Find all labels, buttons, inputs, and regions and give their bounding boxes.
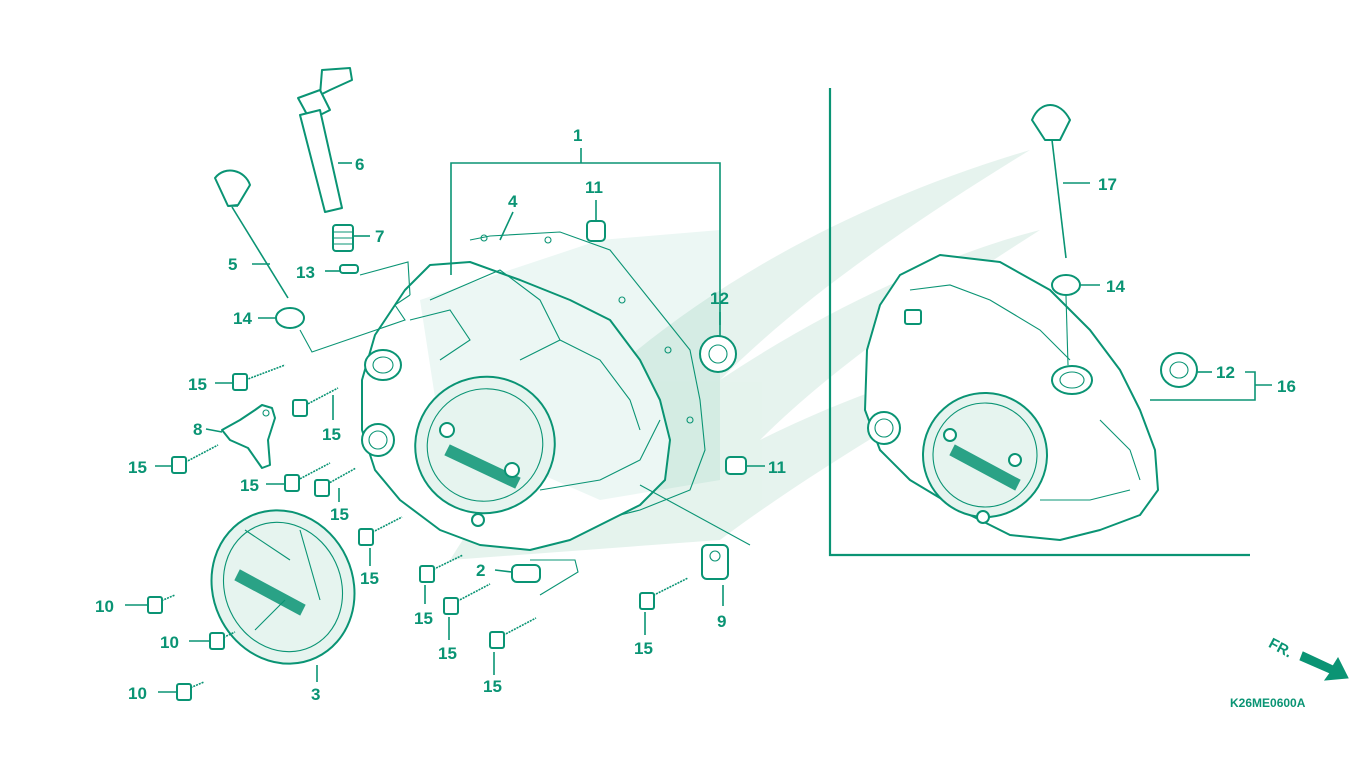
bolt-part-15-d[interactable] <box>266 462 331 492</box>
switch-part-9[interactable] <box>639 484 751 606</box>
callout-2: 2 <box>476 561 485 580</box>
bolt-part-15-b[interactable] <box>292 387 339 420</box>
bolt-part-15-j[interactable] <box>639 577 689 635</box>
bolt-part-15-c[interactable] <box>155 444 219 474</box>
callout-14-a: 14 <box>233 309 252 328</box>
callout-15-e: 15 <box>330 505 349 524</box>
callout-14-b: 14 <box>1106 277 1125 296</box>
callout-15-b: 15 <box>322 425 341 444</box>
dipstick-part-17[interactable] <box>1031 104 1090 259</box>
callout-15-g: 15 <box>414 609 433 628</box>
callout-10-a: 10 <box>95 597 114 616</box>
dowel-pin-part-11-top[interactable] <box>586 200 606 242</box>
callout-11-b: 11 <box>768 458 786 477</box>
callout-15-f: 15 <box>360 569 379 588</box>
bearing-part-12[interactable] <box>699 312 737 373</box>
bearing-part-12-inset[interactable] <box>1160 352 1212 388</box>
callout-labels: 1 2 3 4 5 6 7 8 9 10 10 10 11 11 12 12 1… <box>95 126 1296 704</box>
callout-4: 4 <box>508 192 518 211</box>
callout-7: 7 <box>375 227 384 246</box>
crankcase-cover-part-1[interactable] <box>361 230 720 551</box>
bolt-part-10-a[interactable] <box>125 594 176 614</box>
bolt-part-15-a[interactable] <box>215 364 286 391</box>
inset-frame <box>828 88 1250 557</box>
callout-leader-4 <box>499 211 514 241</box>
callout-1: 1 <box>573 126 582 145</box>
direction-label: FR. <box>1266 635 1295 661</box>
spring-part-7[interactable] <box>332 224 370 252</box>
callout-12-a: 12 <box>710 289 729 308</box>
front-direction-arrow-icon: FR. <box>1266 635 1349 681</box>
callout-6: 6 <box>355 155 364 174</box>
callout-15-h: 15 <box>438 644 457 663</box>
callout-10-c: 10 <box>128 684 147 703</box>
bolt-part-15-f[interactable] <box>358 516 403 566</box>
fitting-part-2[interactable] <box>494 564 541 583</box>
breather-tube-part-6[interactable] <box>297 67 353 213</box>
pin-part-13[interactable] <box>325 264 359 274</box>
callout-9: 9 <box>717 612 726 631</box>
callout-5: 5 <box>228 255 237 274</box>
bolt-part-15-i[interactable] <box>489 617 537 675</box>
diagram-code: K26ME0600A <box>1230 696 1306 710</box>
callout-3: 3 <box>311 685 320 704</box>
crankcase-cover-assembly-inset[interactable] <box>864 254 1159 541</box>
callout-8: 8 <box>193 420 202 439</box>
bolt-guide-lines <box>530 559 579 596</box>
callout-15-i: 15 <box>483 677 502 696</box>
callout-15-a: 15 <box>188 375 207 394</box>
o-ring-part-14-right[interactable] <box>1051 274 1100 366</box>
dipstick-part-5[interactable] <box>214 169 289 299</box>
bolt-part-15-g[interactable] <box>419 554 464 604</box>
bolt-part-10-c[interactable] <box>158 681 205 701</box>
bolt-part-10-b[interactable] <box>189 631 236 650</box>
generator-cover-part-3[interactable] <box>187 487 380 688</box>
callout-15-c: 15 <box>128 458 147 477</box>
callout-16: 16 <box>1277 377 1296 396</box>
bolt-part-15-e[interactable] <box>314 467 357 502</box>
callout-12-b: 12 <box>1216 363 1235 382</box>
bolt-part-15-h[interactable] <box>443 583 491 640</box>
assembly-guide-line-2 <box>359 261 411 296</box>
assembly-guide-line <box>299 294 411 353</box>
callout-17: 17 <box>1098 175 1117 194</box>
o-ring-part-14-left[interactable] <box>258 307 305 329</box>
callout-leader-16 <box>1150 371 1272 401</box>
callout-15-d: 15 <box>240 476 259 495</box>
callout-leader-1 <box>450 148 721 325</box>
callout-10-b: 10 <box>160 633 179 652</box>
callout-15-j: 15 <box>634 639 653 658</box>
dowel-pin-part-11-bottom[interactable] <box>725 456 765 475</box>
callout-11-a: 11 <box>585 178 603 197</box>
bracket-part-8[interactable] <box>205 404 276 469</box>
callout-13: 13 <box>296 263 315 282</box>
